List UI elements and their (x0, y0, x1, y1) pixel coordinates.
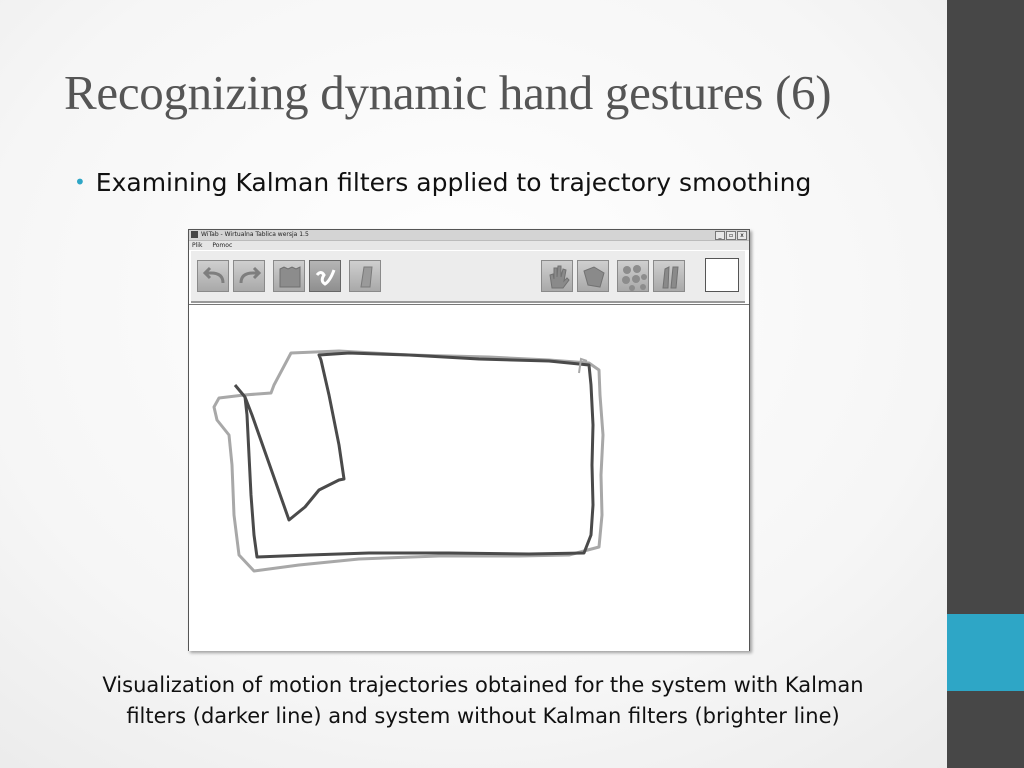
caption-line-1: Visualization of motion trajectories obt… (102, 673, 864, 697)
window-controls: _ ▫ x (715, 231, 747, 240)
toolbar (191, 251, 745, 303)
kalman-trajectory-tail (233, 384, 247, 398)
close-button[interactable]: x (737, 231, 747, 240)
kalman-trajectory-line (243, 351, 595, 559)
redo-button[interactable] (233, 260, 265, 292)
hand-button[interactable] (541, 260, 573, 292)
menu-plik[interactable]: Plik (192, 242, 203, 249)
drawing-canvas[interactable] (189, 304, 749, 651)
minimize-button[interactable]: _ (715, 231, 725, 240)
slide-title: Recognizing dynamic hand gestures (6) (64, 65, 832, 120)
app-window-screenshot: WiTab - Wirtualna Tablica wersja 1.5 _ ▫… (188, 229, 750, 651)
figure-caption: Visualization of motion trajectories obt… (0, 670, 966, 732)
clear-button[interactable] (273, 260, 305, 292)
bullet-dot-icon: • (74, 170, 86, 194)
window-title: WiTab - Wirtualna Tablica wersja 1.5 (201, 231, 309, 238)
right-accent-block (947, 614, 1024, 691)
caption-line-2: filters (darker line) and system without… (126, 704, 840, 728)
hand-icon (549, 265, 570, 289)
raw-trajectory-tail (578, 357, 588, 374)
dots-button[interactable] (617, 260, 649, 292)
draw-icon (315, 269, 336, 286)
fold-icon (583, 266, 605, 288)
undo-icon (202, 266, 225, 284)
gesture-icon (662, 266, 679, 289)
dots-icon (622, 265, 647, 291)
redo-icon (239, 266, 262, 284)
draw-button[interactable] (309, 260, 341, 292)
gesture-button[interactable] (653, 260, 685, 292)
bullet-item: • Examining Kalman filters applied to tra… (74, 168, 811, 197)
menu-pomoc[interactable]: Pomoc (212, 242, 233, 249)
undo-button[interactable] (197, 260, 229, 292)
fold-button[interactable] (577, 260, 609, 292)
bullet-text: Examining Kalman filters applied to traj… (95, 168, 812, 197)
maximize-button[interactable]: ▫ (726, 231, 736, 240)
window-titlebar: WiTab - Wirtualna Tablica wersja 1.5 _ ▫… (189, 230, 749, 241)
raw-trajectory-line (212, 349, 605, 573)
eraser-button[interactable] (349, 260, 381, 292)
eraser-icon (360, 266, 373, 288)
color-swatch[interactable] (705, 258, 739, 292)
clear-icon (279, 266, 301, 288)
app-icon (191, 231, 198, 238)
menu-bar: Plik Pomoc (189, 241, 749, 250)
trajectory-drawing (212, 349, 605, 573)
